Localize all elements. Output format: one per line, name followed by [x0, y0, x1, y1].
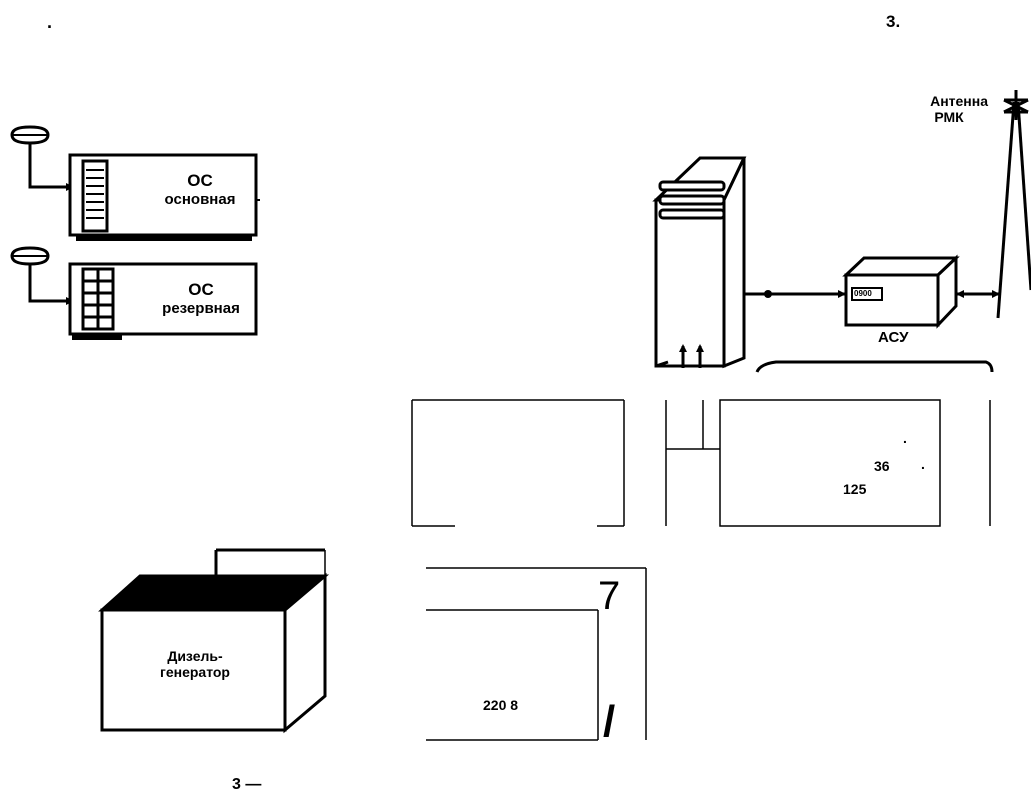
figure-caption: 3 —	[232, 776, 262, 793]
acu-label: АСУ	[878, 329, 909, 346]
reserve-server-unit	[10, 246, 258, 340]
acu-display: 0900	[854, 289, 872, 298]
antenna-line1: Антенна	[930, 93, 988, 109]
disk-icon	[10, 125, 50, 145]
frame-lines	[324, 399, 991, 741]
antenna-tower	[996, 90, 1031, 319]
main-server-unit	[10, 125, 260, 241]
acu-unit	[842, 254, 960, 329]
power-box-mark-top: 7	[598, 574, 621, 618]
header-right-mark: 3.	[886, 12, 901, 31]
diesel-line2: генератор	[160, 664, 230, 681]
main-server-line1: ОС	[187, 171, 213, 190]
reserve-server-label: ОС резервная	[146, 280, 256, 317]
power-box-value: 220 8	[483, 697, 519, 713]
diesel-label: Дизель- генератор	[110, 648, 280, 680]
right-box-dot-2: .	[921, 456, 925, 472]
reserve-server-line2: резервная	[162, 299, 240, 317]
antenna-label: Антенна РМК	[888, 93, 988, 125]
reserve-server-line1: ОС	[188, 280, 214, 299]
main-server-line2: основная	[164, 190, 236, 208]
header-left-mark: .	[47, 12, 53, 32]
power-box-mark-bottom: /	[603, 697, 616, 746]
main-server-label: ОС основная	[150, 171, 250, 208]
antenna-line2: РМК	[934, 109, 964, 126]
diesel-generator	[98, 548, 330, 734]
diesel-line1: Дизель-	[167, 648, 223, 664]
tower-server	[652, 156, 747, 369]
right-box-dot: .	[903, 430, 907, 446]
disk-icon	[10, 246, 50, 266]
connection-line	[28, 143, 66, 189]
right-box-value-1: 36	[874, 458, 890, 474]
right-box-value-2: 125	[843, 481, 867, 497]
